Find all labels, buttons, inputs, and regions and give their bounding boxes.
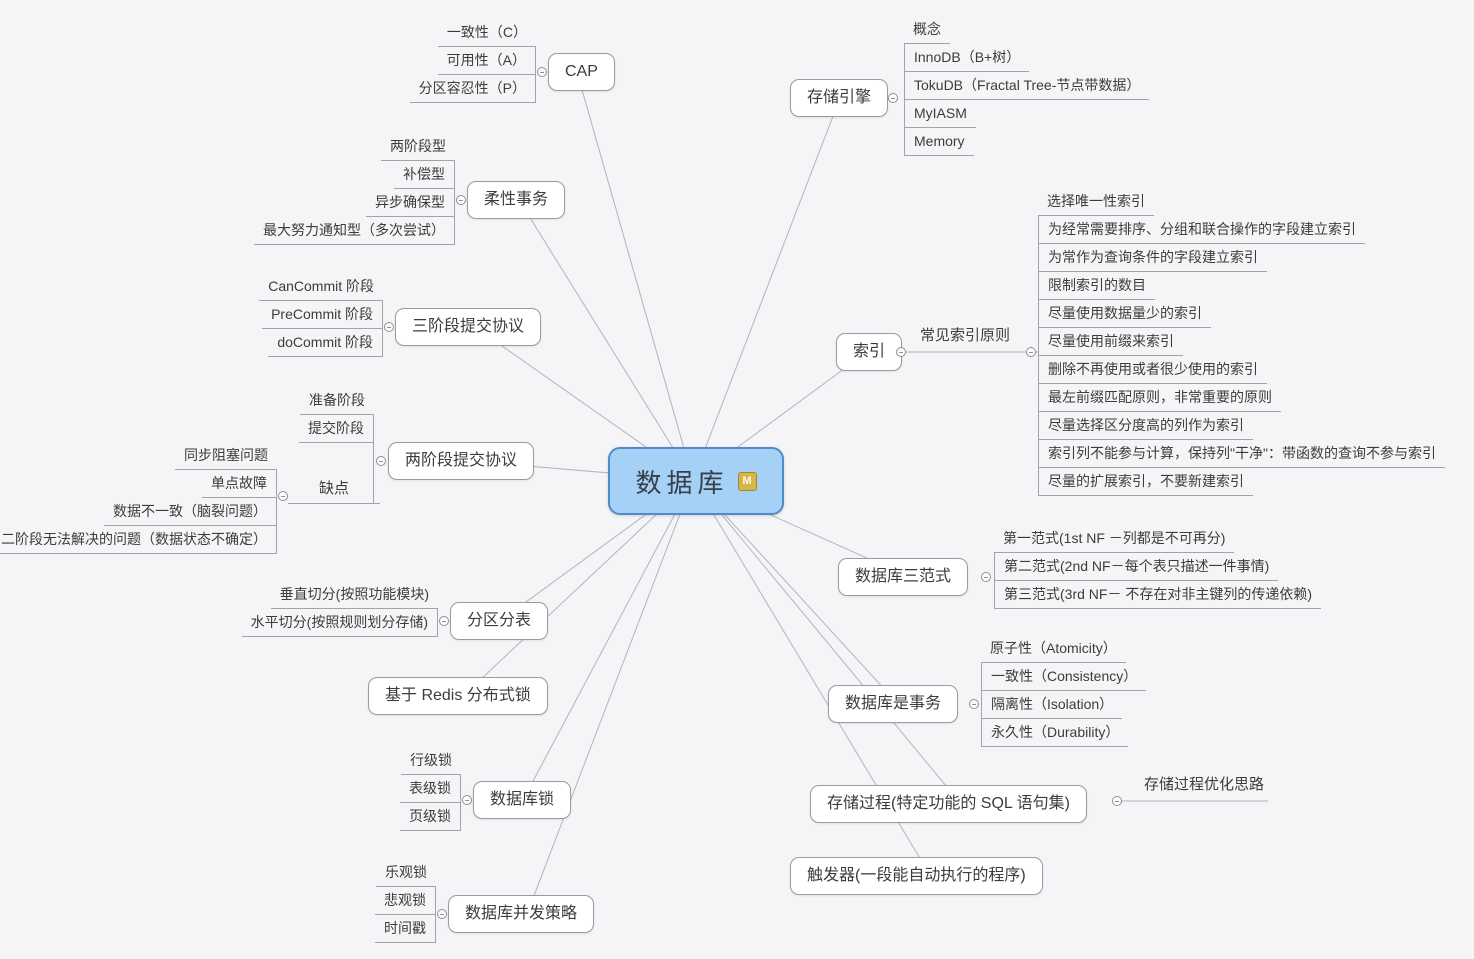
collapse-toggle-drawbacks[interactable] (278, 491, 288, 501)
topic-flexible-transaction[interactable]: 柔性事务 (467, 181, 566, 219)
collapse-toggle-stored-proc[interactable] (1112, 796, 1122, 806)
topic-availability-a[interactable]: 可用性（A） (437, 47, 536, 75)
topic-extend-index[interactable]: 尽量的扩展索引，不要新建索引 (1038, 468, 1253, 496)
topic-transaction[interactable]: 数据库是事务 (828, 685, 959, 723)
collapse-toggle-two-phase[interactable] (376, 456, 386, 466)
topic-unresolved-problem[interactable]: 二阶段无法解决的问题（数据状态不确定） (0, 526, 277, 554)
topic-pessimistic-lock[interactable]: 悲观锁 (375, 887, 436, 915)
group-three-phase-children: CanCommit 阶段 PreCommit 阶段 doCommit 阶段 (259, 273, 383, 357)
group-cap-children: 一致性（C） 可用性（A） 分区容忍性（P） (409, 19, 536, 103)
collapse-toggle-three-phase[interactable] (384, 322, 394, 332)
topic-cap[interactable]: CAP (548, 53, 615, 91)
topic-drop-unused-index[interactable]: 删除不再使用或者很少使用的索引 (1038, 356, 1267, 384)
topic-isolation[interactable]: 隔离性（Isolation） (981, 691, 1123, 719)
collapse-toggle-index-principles[interactable] (1026, 347, 1036, 357)
topic-timestamp[interactable]: 时间戳 (375, 915, 436, 943)
topic-two-phase-type[interactable]: 两阶段型 (381, 133, 455, 161)
connector-extension (313, 443, 374, 503)
topic-memory[interactable]: Memory (904, 128, 974, 156)
collapse-toggle-db-lock[interactable] (462, 795, 472, 805)
collapse-toggle-flexible[interactable] (456, 195, 466, 205)
topic-horizontal-split[interactable]: 水平切分(按照规则划分存储) (241, 609, 438, 637)
topic-docommit-phase[interactable]: doCommit 阶段 (268, 329, 383, 357)
collapse-toggle-cap[interactable] (537, 67, 547, 77)
topic-async-ensure-type[interactable]: 异步确保型 (366, 189, 455, 217)
topic-high-selectivity-column[interactable]: 尽量选择区分度高的列作为索引 (1038, 412, 1253, 440)
topic-table-lock[interactable]: 表级锁 (400, 775, 461, 803)
topic-stored-procedure[interactable]: 存储过程(特定功能的 SQL 语句集) (810, 785, 1087, 823)
topic-consistency[interactable]: 一致性（Consistency） (981, 663, 1147, 691)
group-two-phase-children: 准备阶段 提交阶段 (299, 387, 374, 503)
topic-single-point-failure[interactable]: 单点故障 (202, 470, 277, 498)
topic-precommit-phase[interactable]: PreCommit 阶段 (262, 301, 383, 329)
collapse-toggle-concurrency[interactable] (437, 909, 447, 919)
topic-index[interactable]: 索引 (836, 333, 903, 371)
topic-page-lock[interactable]: 页级锁 (400, 803, 461, 831)
topic-index-query-condition[interactable]: 为常作为查询条件的字段建立索引 (1038, 244, 1267, 272)
topic-atomicity[interactable]: 原子性（Atomicity） (981, 635, 1126, 663)
topic-normal-forms[interactable]: 数据库三范式 (838, 558, 969, 596)
marker-icon[interactable]: M (737, 471, 757, 491)
topic-engine-concept[interactable]: 概念 (904, 16, 950, 44)
topic-consistency-c[interactable]: 一致性（C） (437, 19, 536, 47)
topic-commit-phase[interactable]: 提交阶段 (299, 415, 374, 443)
group-normal-forms-children: 第一范式(1st NF －列都是不可再分) 第二范式(2nd NF－每个表只描述… (994, 525, 1321, 609)
topic-second-normal-form[interactable]: 第二范式(2nd NF－每个表只描述一件事情) (994, 553, 1279, 581)
topic-leftmost-prefix-rule[interactable]: 最左前缀匹配原则，非常重要的原则 (1038, 384, 1281, 412)
topic-common-index-principles[interactable]: 常见索引原则 (920, 327, 1011, 344)
topic-no-computation-on-index[interactable]: 索引列不能参与计算，保持列"干净"：带函数的查询不参与索引 (1038, 440, 1445, 468)
group-engine-children: 概念 InnoDB（B+树） TokuDB（Fractal Tree-节点带数据… (904, 16, 1150, 156)
topic-sharding[interactable]: 分区分表 (450, 602, 549, 640)
topic-prefix-index[interactable]: 尽量使用前缀来索引 (1038, 328, 1183, 356)
collapse-toggle-engine[interactable] (888, 93, 898, 103)
topic-best-effort-notify[interactable]: 最大努力通知型（多次尝试） (254, 217, 455, 245)
topic-db-lock[interactable]: 数据库锁 (473, 781, 572, 819)
topic-data-inconsistency[interactable]: 数据不一致（脑裂问题） (104, 498, 277, 526)
topic-compensation-type[interactable]: 补偿型 (394, 161, 455, 189)
central-topic-label: 数据库 (635, 467, 729, 498)
group-transaction-children: 原子性（Atomicity） 一致性（Consistency） 隔离性（Isol… (981, 635, 1147, 747)
topic-small-data-index[interactable]: 尽量使用数据量少的索引 (1038, 300, 1211, 328)
collapse-toggle-transaction[interactable] (969, 699, 979, 709)
topic-storage-engine[interactable]: 存储引擎 (790, 79, 889, 117)
topic-prepare-phase[interactable]: 准备阶段 (300, 387, 374, 415)
topic-unique-index[interactable]: 选择唯一性索引 (1038, 188, 1154, 216)
topic-row-lock[interactable]: 行级锁 (401, 747, 461, 775)
topic-partition-tolerance-p[interactable]: 分区容忍性（P） (409, 75, 536, 103)
topic-myiasm[interactable]: MyIASM (904, 100, 976, 128)
topic-three-phase-commit[interactable]: 三阶段提交协议 (395, 308, 542, 346)
topic-innodb[interactable]: InnoDB（B+树） (904, 44, 1030, 72)
group-concurrency-children: 乐观锁 悲观锁 时间戳 (375, 859, 436, 943)
group-flexible-children: 两阶段型 补偿型 异步确保型 最大努力通知型（多次尝试） (254, 133, 455, 245)
topic-trigger[interactable]: 触发器(一段能自动执行的程序) (790, 857, 1043, 895)
topic-cancommit-phase[interactable]: CanCommit 阶段 (259, 273, 383, 301)
collapse-toggle-index[interactable] (896, 347, 906, 357)
topic-first-normal-form[interactable]: 第一范式(1st NF －列都是不可再分) (994, 525, 1235, 553)
topic-redis-distributed-lock[interactable]: 基于 Redis 分布式锁 (368, 677, 548, 715)
topic-durability[interactable]: 永久性（Durability） (981, 719, 1129, 747)
group-sharding-children: 垂直切分(按照功能模块) 水平切分(按照规则划分存储) (241, 581, 438, 637)
topic-tokudb[interactable]: TokuDB（Fractal Tree-节点带数据） (904, 72, 1150, 100)
collapse-toggle-normal-forms[interactable] (981, 572, 991, 582)
topic-sync-blocking[interactable]: 同步阻塞问题 (175, 442, 277, 470)
topic-limit-index-count[interactable]: 限制索引的数目 (1038, 272, 1155, 300)
topic-optimistic-lock[interactable]: 乐观锁 (376, 859, 436, 887)
topic-drawbacks[interactable]: 缺点 (288, 479, 380, 504)
group-index-children: 选择唯一性索引 为经常需要排序、分组和联合操作的字段建立索引 为常作为查询条件的… (1038, 188, 1445, 496)
topic-stored-proc-optimization[interactable]: 存储过程优化思路 (1144, 776, 1265, 793)
group-drawback-children: 同步阻塞问题 单点故障 数据不一致（脑裂问题） 二阶段无法解决的问题（数据状态不… (0, 442, 277, 554)
central-topic-database[interactable]: 数据库 M (608, 447, 784, 515)
collapse-toggle-sharding[interactable] (439, 616, 449, 626)
topic-vertical-split[interactable]: 垂直切分(按照功能模块) (270, 581, 438, 609)
topic-index-sort-group-join[interactable]: 为经常需要排序、分组和联合操作的字段建立索引 (1038, 216, 1365, 244)
topic-concurrency-strategy[interactable]: 数据库并发策略 (448, 895, 595, 933)
topic-two-phase-commit[interactable]: 两阶段提交协议 (388, 442, 535, 480)
group-db-lock-children: 行级锁 表级锁 页级锁 (400, 747, 461, 831)
topic-third-normal-form[interactable]: 第三范式(3rd NF－ 不存在对非主键列的传递依赖) (994, 581, 1321, 609)
